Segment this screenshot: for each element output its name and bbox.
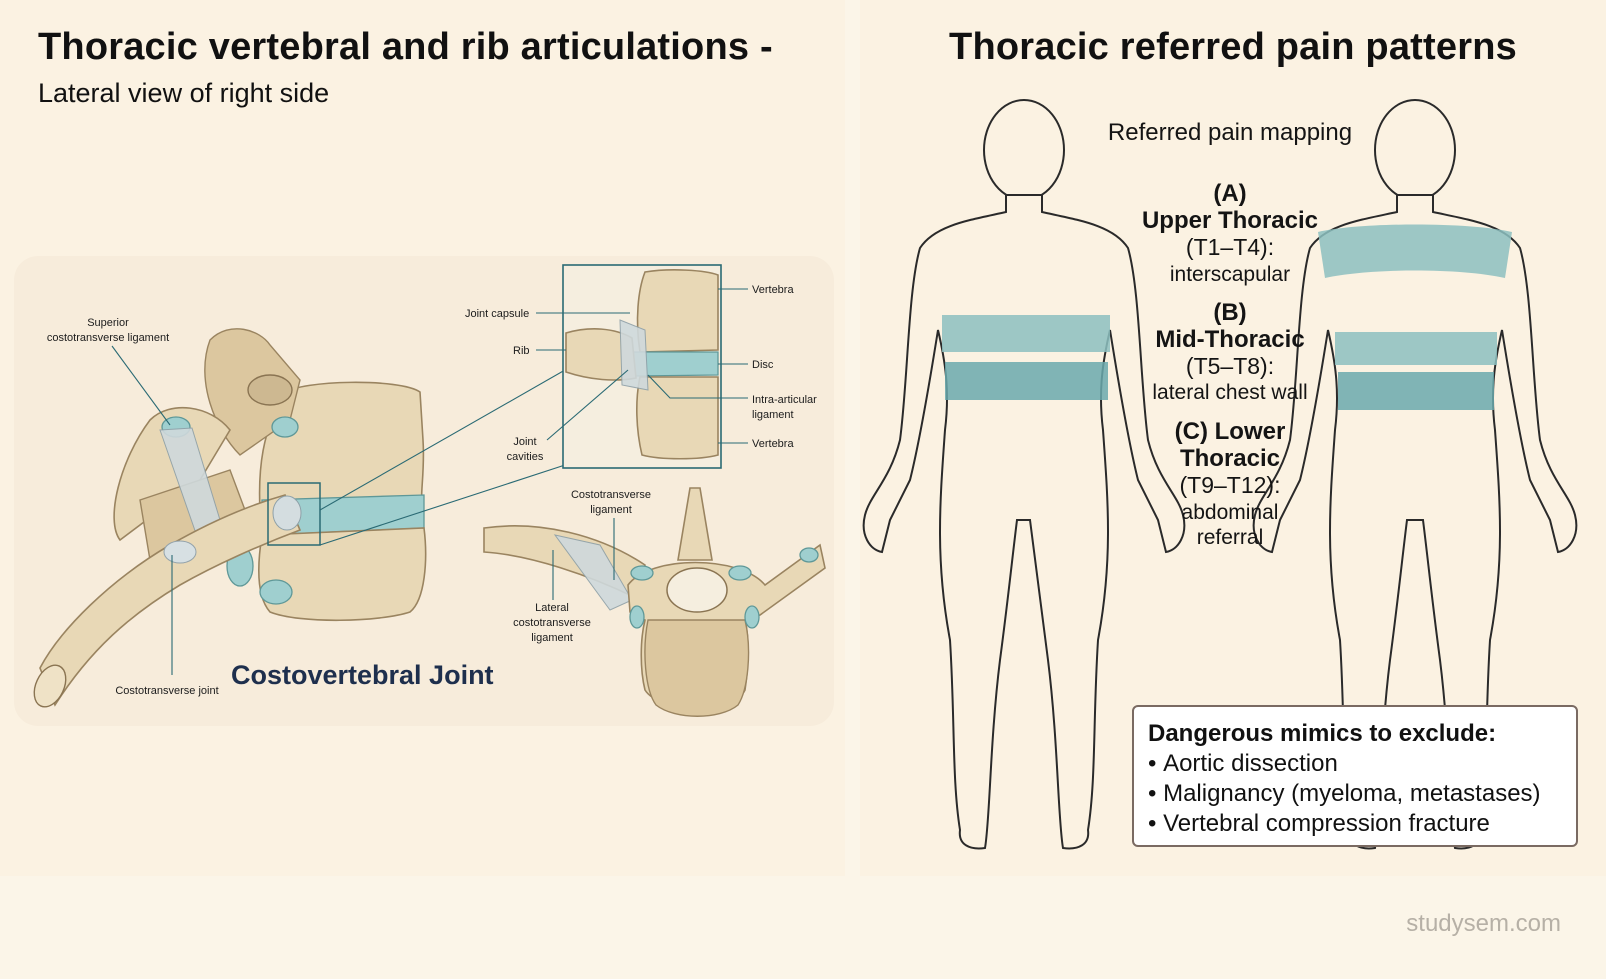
- label-superior-ligament-1: Superior: [87, 317, 129, 329]
- label-costotransverse-joint: Costotransverse joint: [115, 685, 218, 697]
- vertebra-lateral: [113, 328, 427, 622]
- label-lateral-ligament-1: Lateral: [535, 602, 569, 614]
- back-head: [1374, 99, 1456, 201]
- label-joint-capsule: Joint capsule: [465, 308, 529, 320]
- vertebral-canal: [666, 567, 728, 613]
- label-costotransverse-ligament-2: ligament: [590, 504, 632, 516]
- label-superior-ligament-2: costotransverse ligament: [47, 332, 169, 344]
- rib-tubercle: [163, 540, 197, 564]
- body-front: [862, 99, 1186, 850]
- region-b-range: (T5–T8):: [1186, 353, 1274, 379]
- facet-demifacet: [271, 416, 299, 438]
- costovertebral-illustration: Superior costotransverse ligament Costot…: [14, 256, 834, 726]
- label-lateral-ligament-2: costotransverse: [513, 617, 591, 629]
- spinous-process: [677, 487, 713, 561]
- region-c-area-1: abdominal: [1182, 501, 1279, 524]
- front-band-upper: [942, 315, 1110, 352]
- front-band-lower: [945, 362, 1108, 400]
- vertebral-foramen: [247, 374, 293, 406]
- inset-detail: [562, 264, 722, 469]
- region-a-letter: (A): [1213, 180, 1246, 207]
- mimics-title: Dangerous mimics to exclude:: [1148, 720, 1497, 747]
- label-lateral-ligament-3: ligament: [531, 632, 573, 644]
- region-b-name: Mid-Thoracic: [1155, 326, 1304, 353]
- inset-vertebra-top: [636, 269, 719, 353]
- facet-body-left: [629, 605, 645, 629]
- body-back: [1252, 99, 1578, 850]
- label-joint-cavities-1: Joint: [513, 436, 536, 448]
- facet-lower: [259, 579, 293, 605]
- referred-pain-diagram: Referred pain mapping (A) Upper Thoracic…: [862, 99, 1578, 850]
- label-intra-articular-1: Intra-articular: [752, 394, 817, 406]
- watermark: studysem.com: [1406, 910, 1561, 937]
- front-torso: [862, 194, 1186, 850]
- mimics-list: Aortic dissection Malignancy (myeloma, m…: [1148, 749, 1562, 839]
- inset-joint-capsule: [619, 319, 649, 391]
- left-title: Thoracic vertebral and rib articulations…: [38, 26, 773, 68]
- label-vertebra-bottom: Vertebra: [752, 438, 794, 450]
- front-head: [983, 99, 1065, 201]
- facet-tp: [799, 547, 819, 563]
- vertebra-superior-view: [483, 487, 826, 717]
- callout-line-lower: [319, 464, 566, 546]
- right-title: Thoracic referred pain patterns: [949, 26, 1517, 68]
- vertebral-body-upper: [258, 381, 425, 511]
- leader-superior-ligament: [111, 345, 171, 426]
- region-a-range: (T1–T4):: [1186, 234, 1274, 260]
- left-panel: Thoracic vertebral and rib articulations…: [0, 0, 845, 876]
- label-joint-cavities-2: cavities: [507, 451, 544, 463]
- label-disc: Disc: [752, 359, 774, 371]
- region-c-name-1: (C) Lower: [1175, 418, 1286, 445]
- back-band-lower: [1338, 372, 1494, 410]
- superior-vertebral-body: [644, 619, 750, 717]
- mimics-box: Dangerous mimics to exclude: Aortic diss…: [1132, 705, 1578, 847]
- mimic-item: Aortic dissection: [1148, 749, 1562, 779]
- region-c-area-2: referral: [1197, 526, 1264, 549]
- label-rib: Rib: [513, 345, 530, 357]
- left-subtitle: Lateral view of right side: [38, 78, 330, 108]
- region-c-name-2: Thoracic: [1180, 445, 1280, 472]
- highlight-box: [267, 482, 321, 546]
- inset-vertebra-bottom: [636, 376, 719, 460]
- callout-line-upper: [319, 369, 566, 511]
- rib-cross-section: [33, 664, 67, 708]
- region-c-range: (T9–T12):: [1180, 472, 1281, 498]
- region-b-letter: (B): [1213, 299, 1246, 326]
- rib-shaft: [39, 494, 302, 707]
- facet-left: [630, 565, 654, 581]
- rib-head: [272, 495, 302, 531]
- label-costotransverse-ligament-1: Costotransverse: [571, 489, 651, 501]
- leader-intra-articular: [647, 374, 748, 399]
- leader-joint-cavities: [546, 369, 629, 441]
- region-b-area: lateral chest wall: [1152, 381, 1307, 404]
- vertebral-body-lower: [257, 527, 427, 622]
- region-a-name: Upper Thoracic: [1142, 207, 1318, 234]
- facet-body-right: [744, 605, 760, 629]
- facet-right: [728, 565, 752, 581]
- label-costovertebral-joint: Costovertebral Joint: [231, 660, 494, 690]
- back-band-upper: [1318, 224, 1512, 278]
- label-intra-articular-2: ligament: [752, 409, 794, 421]
- mimic-item: Malignancy (myeloma, metastases): [1148, 779, 1562, 809]
- back-band-mid: [1335, 332, 1497, 365]
- mimic-item: Vertebral compression fracture: [1148, 809, 1562, 839]
- rib-lateral: [33, 494, 302, 708]
- mapping-label: Referred pain mapping: [1108, 119, 1352, 146]
- label-vertebra-top: Vertebra: [752, 284, 794, 296]
- region-a-area: interscapular: [1170, 263, 1290, 286]
